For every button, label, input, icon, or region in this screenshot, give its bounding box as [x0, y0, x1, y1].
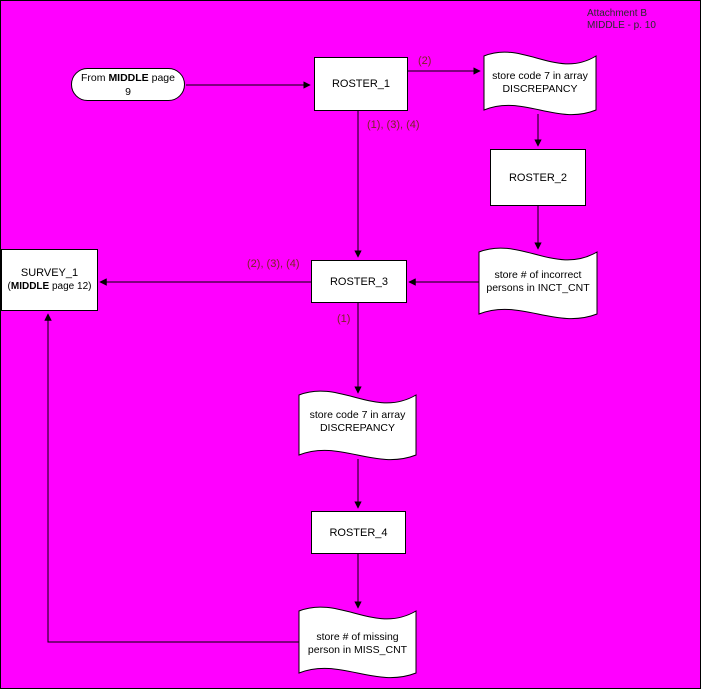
node-roster-3: ROSTER_3: [311, 260, 407, 303]
header-line-1: Attachment B: [587, 8, 648, 19]
node-roster-2: ROSTER_2: [490, 149, 586, 206]
node-roster-4-label: ROSTER_4: [329, 526, 388, 539]
header-line-2: MIDDLE - p. 10: [587, 20, 656, 31]
page-header: Attachment B MIDDLE - p. 10: [587, 8, 656, 32]
tape-shape-miss-cnt: [298, 606, 417, 678]
tape-shape-discrepancy-mid: [298, 390, 417, 460]
node-survey-1: SURVEY_1 (MIDDLE page 12): [1, 249, 98, 311]
edge-label-roster1-roster3: (1), (3), (4): [367, 119, 420, 131]
connector-tape-miss-survey1: [44, 313, 299, 643]
node-roster-3-label: ROSTER_3: [329, 275, 389, 288]
tape-shape-discrepancy-top: [483, 51, 597, 115]
node-roster-1-label: ROSTER_1: [331, 78, 391, 90]
node-roster-1: ROSTER_1: [314, 57, 408, 111]
node-roster-4: ROSTER_4: [311, 511, 406, 554]
node-survey-1-line2: (MIDDLE page 12): [7, 281, 92, 292]
tape-shape-inct-cnt: [478, 247, 598, 319]
node-roster-2-label: ROSTER_2: [508, 171, 568, 184]
start-terminator: From MIDDLE page 9: [71, 68, 185, 101]
node-survey-1-line1: SURVEY_1: [20, 267, 79, 279]
edge-label-roster3-survey1: (2), (3), (4): [247, 258, 300, 270]
edge-label-roster3-tape: (1): [337, 313, 351, 325]
edge-label-roster1-tape: (2): [418, 55, 432, 67]
start-terminator-label: From MIDDLE page 9: [81, 71, 175, 98]
